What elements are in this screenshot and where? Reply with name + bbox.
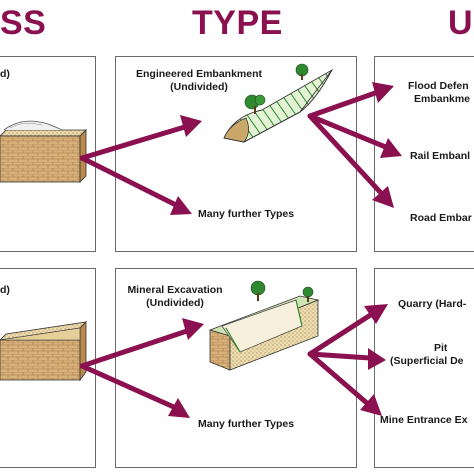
use-pit-line2: (Superficial De [390,355,464,367]
use-road-embankment: Road Embar [410,212,472,224]
use-pit: Pit (Superficial De [390,342,464,368]
arrows-process-bottom [79,327,193,411]
header-use: U [448,4,474,42]
use-rail-embankment: Rail Embanl [410,150,471,162]
ground-block-top [0,120,87,183]
type-title-top: Engineered Embankment (Undivided) [124,68,274,94]
arrows-process-top [79,123,191,209]
embankment-illustration [223,63,334,143]
type-title-bottom: Mineral Excavation (Undivided) [120,284,230,310]
use-pit-line1: Pit [434,342,448,354]
arrowheads-process-bottom [168,318,204,418]
use-mine-entrance: Mine Entrance Ex [380,414,468,426]
type-title-top-line2: (Undivided) [170,81,228,93]
type-more-top: Many further Types [198,208,295,220]
excavation-illustration [208,280,320,371]
type-title-top-line1: Engineered Embankment [135,68,263,80]
process-label-top: d) [0,68,10,80]
use-flood-defence-line2: Embankme [414,93,471,105]
type-title-bottom-line1: Mineral Excavation [127,284,223,296]
arrowheads-process-top [170,115,202,215]
arrowheads-type-bottom [360,304,388,416]
type-more-bottom: Many further Types [198,418,295,430]
arrows-type-bottom [307,311,375,407]
header-type: TYPE [192,4,283,42]
header-process: SS [0,4,47,42]
panel-use-bottom [374,268,474,468]
use-flood-defence: Flood Defen Embankme [408,80,470,106]
type-title-bottom-line2: (Undivided) [146,297,204,309]
use-flood-defence-line1: Flood Defen [408,80,469,92]
process-label-bottom: d) [0,284,10,296]
use-quarry: Quarry (Hard- [398,298,467,310]
arrows-type-top [307,89,391,197]
ground-block-bottom [0,321,88,382]
arrowheads-type-top [372,82,402,208]
